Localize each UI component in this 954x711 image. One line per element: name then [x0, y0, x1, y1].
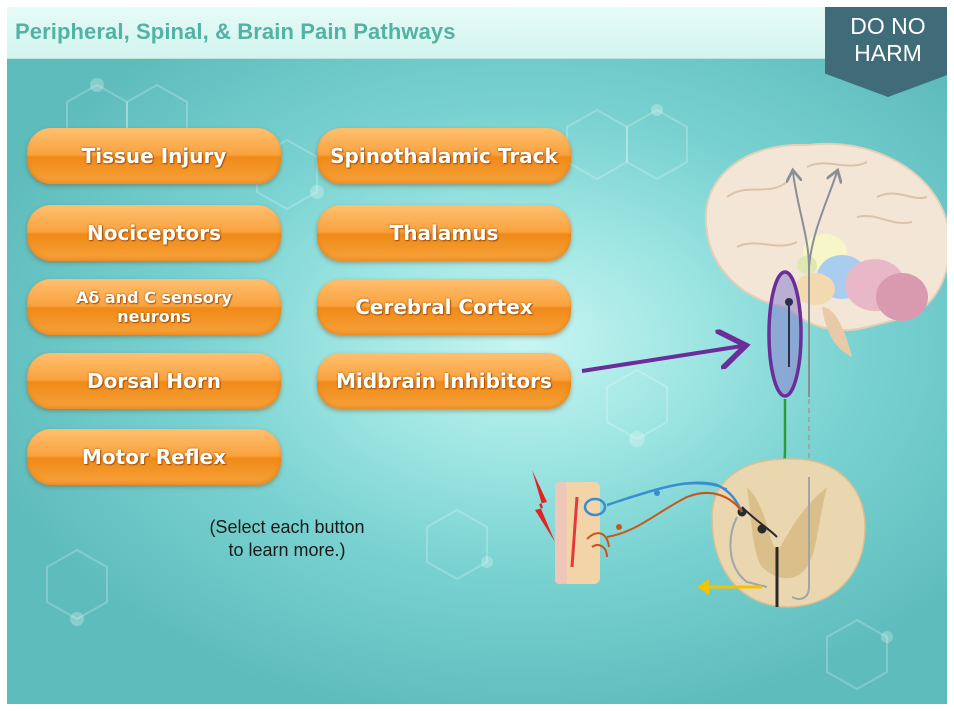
- slide-stage: Peripheral, Spinal, & Brain Pain Pathway…: [7, 7, 947, 704]
- pain-pathway-illustration: [7, 7, 947, 704]
- purple-pointer-arrow: [582, 346, 742, 371]
- peripheral-tissue-image: [532, 470, 609, 584]
- spinal-cord-image: [697, 459, 865, 607]
- brain-image: [706, 144, 947, 397]
- midbrain-highlight-ellipse: [769, 272, 801, 396]
